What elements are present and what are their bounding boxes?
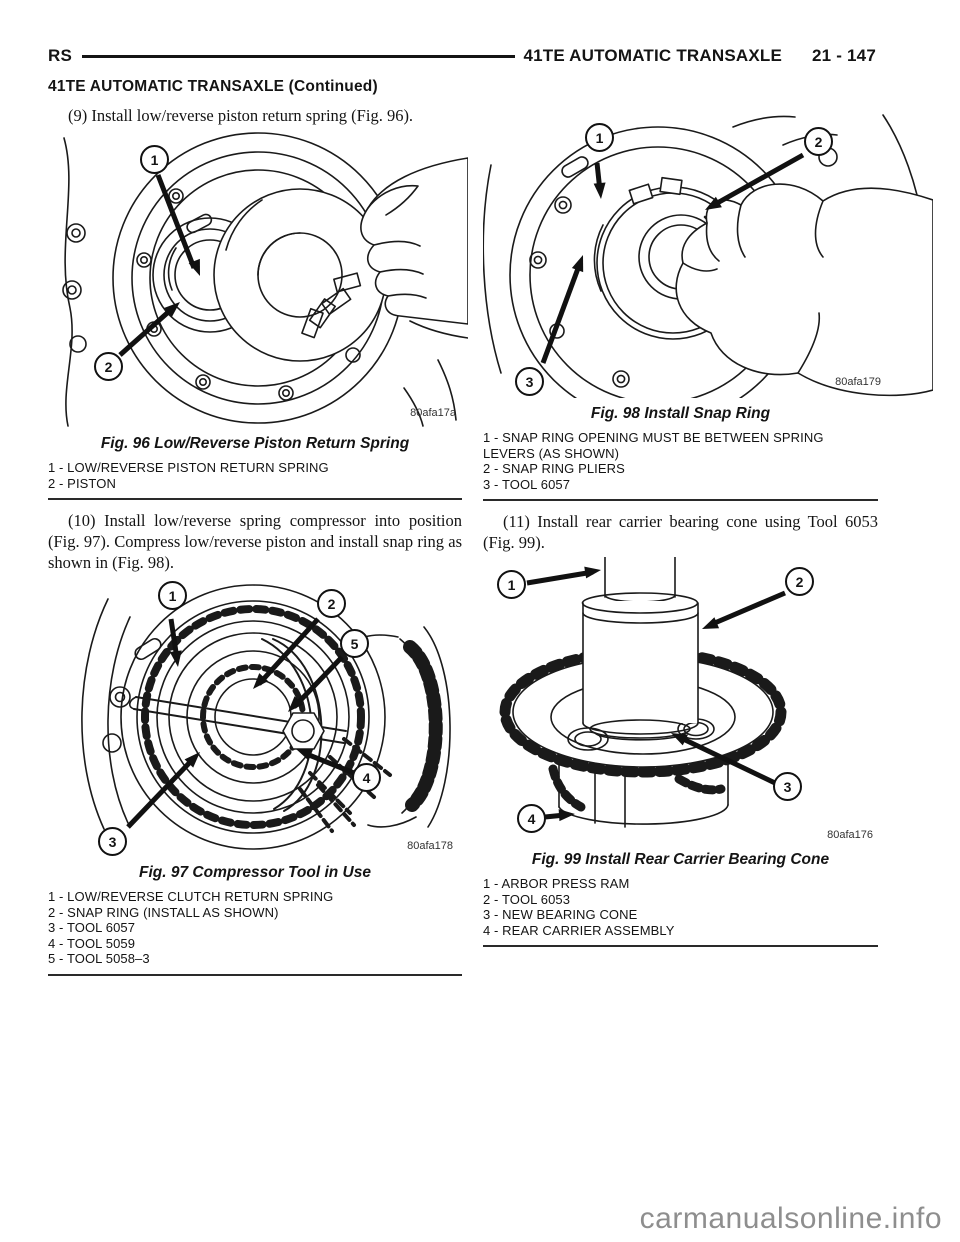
fig98-legend-item: 3 - TOOL 6057	[483, 476, 571, 492]
fig98-legend: 1 - SNAP RING OPENING MUST BE BETWEEN SP…	[483, 430, 878, 492]
fig99-image-code: 80afa176	[827, 829, 873, 841]
fig97-callout-3: 3	[98, 827, 127, 856]
fig98-callout-2: 2	[804, 127, 833, 156]
fig97-callout-1: 1	[158, 581, 187, 610]
fig96-legend-item: 2 - PISTON	[48, 475, 116, 491]
fig97-callout-2: 2	[317, 589, 346, 618]
fig98-callout-1: 1	[585, 123, 614, 152]
fig98-image-code: 80afa179	[835, 376, 881, 388]
site-watermark: carmanualsonline.info	[639, 1202, 942, 1235]
fig98-line-art: 80afa179	[483, 105, 933, 398]
fig99-callout-4: 4	[517, 804, 546, 833]
fig97-image-code: 80afa178	[407, 840, 453, 852]
fig96-arrow-2	[120, 302, 180, 355]
fig96-image-code: 80afa17a	[410, 407, 457, 419]
fig97-legend-item: 1 - LOW/REVERSE CLUTCH RETURN SPRING	[48, 889, 334, 904]
fig97-arrow-3	[128, 752, 200, 827]
fig97-arrow-2	[253, 619, 318, 689]
page-header: RS 41TE AUTOMATIC TRANSAXLE 21 - 147	[48, 46, 876, 66]
transaxle-case-drawing	[63, 133, 456, 426]
fig99-arrow-3	[671, 733, 775, 783]
step-11-paragraph: (11) Install rear carrier bearing cone u…	[483, 512, 878, 552]
fig99-legend-item: 2 - TOOL 6053	[483, 891, 571, 907]
fig98-arrow-1	[593, 163, 606, 199]
fig99-legend: 1 - ARBOR PRESS RAM 2 - TOOL 6053 3 - NE…	[483, 876, 878, 938]
step-10-paragraph: (10) Install low/reverse spring compress…	[48, 511, 462, 572]
fig97-callout-5: 5	[340, 629, 369, 658]
figure-96: 80afa17a 1 2	[48, 130, 468, 428]
fig99-arrow-2	[702, 593, 785, 629]
fig96-callout-2: 2	[94, 352, 123, 381]
fig98-arrow-2	[705, 155, 803, 210]
fig96-caption: Fig. 96 Low/Reverse Piston Return Spring	[100, 435, 410, 452]
fig99-legend-item: 4 - REAR CARRIER ASSEMBLY	[483, 922, 675, 938]
fig97-arrow-5	[288, 657, 342, 712]
fig97-legend: 1 - LOW/REVERSE CLUTCH RETURN SPRING 2 -…	[48, 889, 462, 967]
fig99-arrow-1	[527, 566, 601, 583]
fig97-legend-item: 4 - TOOL 5059	[48, 935, 136, 951]
fig98-arrow-3	[543, 255, 584, 363]
fig97-legend-item: 3 - TOOL 6057	[48, 920, 136, 935]
header-rule	[82, 54, 516, 58]
page-number: 21 - 147	[812, 46, 876, 65]
fig98-legend-item: 2 - SNAP RING PLIERS	[483, 461, 625, 476]
fig99-callout-2: 2	[785, 567, 814, 596]
legend-divider	[483, 499, 878, 501]
fig99-legend-item: 1 - ARBOR PRESS RAM	[483, 876, 630, 891]
hand-drawing	[361, 158, 468, 338]
return-spring-retainer-drawing	[214, 189, 386, 361]
fig99-callout-3: 3	[773, 772, 802, 801]
fig97-callout-4: 4	[352, 763, 381, 792]
fig99-line-art: 80afa176	[483, 557, 873, 841]
fig96-legend: 1 - LOW/REVERSE PISTON RETURN SPRING 2 -…	[48, 460, 462, 491]
step-9-paragraph: (9) Install low/reverse piston return sp…	[68, 106, 414, 125]
fig97-legend-item: 5 - TOOL 5058–3	[48, 951, 150, 966]
hand-with-pliers-drawing	[676, 184, 933, 395]
fig98-caption: Fig. 98 Install Snap Ring	[590, 405, 771, 422]
press-tool-drawing	[583, 557, 699, 740]
fig98-legend-item: 1 - SNAP RING OPENING MUST BE BETWEEN SP…	[483, 430, 824, 461]
left-column: (9) Install low/reverse piston return sp…	[48, 105, 468, 976]
fig99-arrow-4	[545, 809, 575, 822]
fig96-callout-1: 1	[140, 145, 169, 174]
fig96-line-art: 80afa17a	[48, 130, 468, 428]
fig99-caption: Fig. 99 Install Rear Carrier Bearing Con…	[531, 851, 830, 868]
clutch-assembly-drawing	[82, 585, 416, 849]
fig97-line-art: 80afa178	[48, 577, 453, 852]
legend-divider	[48, 498, 462, 500]
header-model-code: RS	[48, 46, 73, 65]
fig96-legend-item: 1 - LOW/REVERSE PISTON RETURN SPRING	[48, 460, 329, 475]
fig97-legend-item: 2 - SNAP RING (INSTALL AS SHOWN)	[48, 904, 279, 920]
figure-98: 80afa179 1 2 3	[483, 105, 933, 398]
right-column: 80afa179 1 2 3 Fig. 98 Install Snap Ring…	[483, 105, 933, 947]
fig96-arrow-1	[158, 175, 200, 276]
figure-97: 80afa178 1 2 5 4 3	[48, 577, 462, 857]
header-section-title: 41TE AUTOMATIC TRANSAXLE	[523, 46, 783, 65]
section-continued-title: 41TE AUTOMATIC TRANSAXLE (Continued)	[48, 78, 378, 95]
legend-divider	[483, 945, 878, 947]
fig99-legend-item: 3 - NEW BEARING CONE	[483, 907, 638, 922]
gear-sector-drawing	[400, 627, 450, 827]
fig98-callout-3: 3	[515, 367, 544, 396]
fig99-callout-1: 1	[497, 570, 526, 599]
fig97-arrow-4	[296, 749, 354, 773]
compressor-tool-drawing	[130, 639, 346, 811]
legend-divider	[48, 973, 462, 976]
fig97-caption: Fig. 97 Compressor Tool in Use	[139, 864, 371, 881]
fig97-arrow-1	[170, 619, 182, 667]
figure-99: 80afa176 1 2 3 4	[483, 557, 878, 844]
